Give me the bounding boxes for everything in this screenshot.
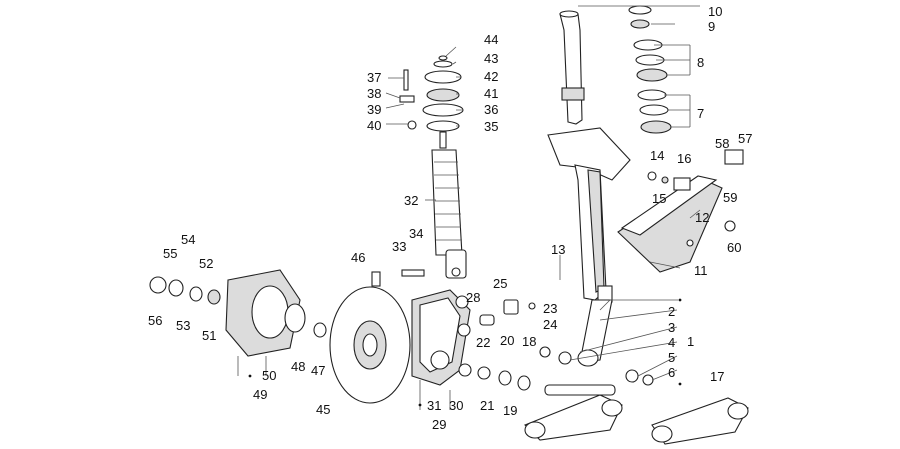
wheel-hub xyxy=(149,269,327,357)
headset-bearing-stack xyxy=(628,5,672,134)
label-7: 7 xyxy=(697,106,704,121)
label-23: 23 xyxy=(543,301,557,316)
label-46: 46 xyxy=(351,250,365,265)
label-30: 30 xyxy=(449,398,463,413)
shock-absorber xyxy=(371,55,467,287)
label-31: 31 xyxy=(427,398,441,413)
label-40: 40 xyxy=(367,118,381,133)
label-42: 42 xyxy=(484,69,498,84)
label-34: 34 xyxy=(409,226,423,241)
label-57: 57 xyxy=(738,131,752,146)
label-12: 12 xyxy=(695,210,709,225)
label-56: 56 xyxy=(148,313,162,328)
label-33: 33 xyxy=(392,239,406,254)
axle-spacers xyxy=(458,299,536,391)
label-5: 5 xyxy=(668,350,675,365)
label-59: 59 xyxy=(723,190,737,205)
label-58: 58 xyxy=(715,136,729,151)
label-52: 52 xyxy=(199,256,213,271)
label-24: 24 xyxy=(543,317,557,332)
label-22: 22 xyxy=(476,335,490,350)
label-49: 49 xyxy=(253,387,267,402)
label-2: 2 xyxy=(668,304,675,319)
label-47: 47 xyxy=(311,363,325,378)
label-9: 9 xyxy=(708,19,715,34)
label-13: 13 xyxy=(551,242,565,257)
label-53: 53 xyxy=(176,318,190,333)
label-21: 21 xyxy=(480,398,494,413)
brake-disc xyxy=(329,286,411,404)
label-4: 4 xyxy=(668,335,675,350)
label-6: 6 xyxy=(668,365,675,380)
label-3: 3 xyxy=(668,320,675,335)
label-8: 8 xyxy=(697,55,704,70)
suspension-links xyxy=(524,346,749,445)
label-29: 29 xyxy=(432,417,446,432)
label-16: 16 xyxy=(677,151,691,166)
leader-lines xyxy=(237,5,701,410)
label-17: 17 xyxy=(710,369,724,384)
label-45: 45 xyxy=(316,402,330,417)
label-54: 54 xyxy=(181,232,195,247)
label-60: 60 xyxy=(727,240,741,255)
label-50: 50 xyxy=(262,368,276,383)
label-10: 10 xyxy=(708,4,722,19)
part-number-labels: 10 9 8 7 14 15 16 58 57 59 12 60 11 13 1… xyxy=(148,4,752,432)
label-25: 25 xyxy=(493,276,507,291)
label-19: 19 xyxy=(503,403,517,418)
label-14: 14 xyxy=(650,148,664,163)
label-35: 35 xyxy=(484,119,498,134)
label-43: 43 xyxy=(484,51,498,66)
label-55: 55 xyxy=(163,246,177,261)
brake-caliper-arm xyxy=(411,289,471,386)
label-15: 15 xyxy=(652,191,666,206)
label-18: 18 xyxy=(522,334,536,349)
label-11: 11 xyxy=(694,263,708,278)
label-37: 37 xyxy=(367,70,381,85)
label-41: 41 xyxy=(484,86,498,101)
label-48: 48 xyxy=(291,359,305,374)
mudguard-brackets xyxy=(647,149,744,247)
label-1: 1 xyxy=(687,334,694,349)
label-51: 51 xyxy=(202,328,216,343)
label-38: 38 xyxy=(367,86,381,101)
label-28: 28 xyxy=(466,290,480,305)
label-44: 44 xyxy=(484,32,498,47)
label-36: 36 xyxy=(484,102,498,117)
label-32: 32 xyxy=(404,193,418,208)
label-20: 20 xyxy=(500,333,514,348)
label-39: 39 xyxy=(367,102,381,117)
steering-column xyxy=(547,10,631,367)
